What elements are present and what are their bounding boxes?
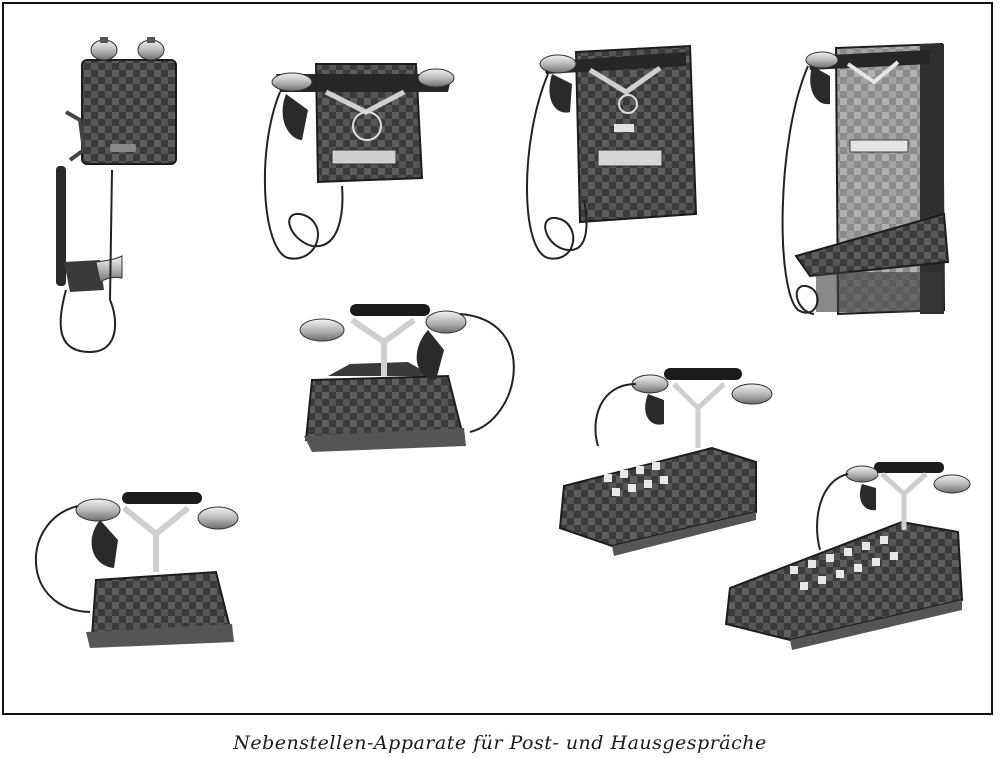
plate-caption: Nebenstellen-Apparate für Post- und Haus… — [233, 732, 767, 754]
wall-telephone-with-keys — [263, 63, 455, 260]
wall-telephone-with-bells — [56, 37, 177, 354]
desk-telephone-left — [34, 492, 239, 648]
desk-telephone-switchboard-large — [724, 462, 971, 650]
wall-telephone-cabinet — [526, 44, 698, 260]
wall-telephone-with-desk — [781, 42, 950, 316]
desk-telephone-switchboard-small — [558, 368, 773, 556]
telephones-illustration — [34, 37, 971, 650]
desk-telephone-center — [299, 304, 515, 452]
